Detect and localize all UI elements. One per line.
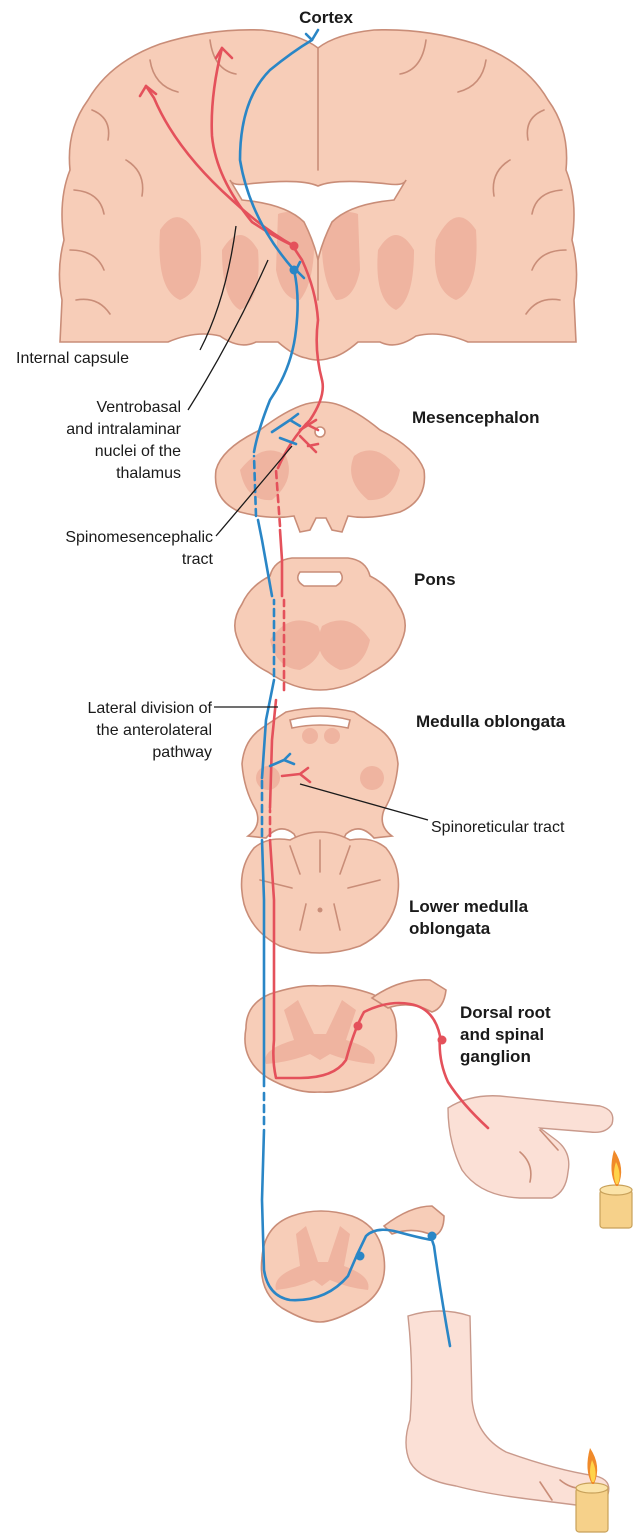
pons-section	[235, 558, 405, 690]
label-ventrobasal-4: thalamus	[116, 465, 181, 482]
label-spinomesencephalic-1: Spinomesencephalic	[65, 529, 213, 546]
foot-icon	[406, 1311, 609, 1506]
label-dorsal-root-3: ganglion	[460, 1047, 531, 1066]
mesencephalon-section	[216, 402, 425, 532]
label-cortex: Cortex	[299, 8, 353, 27]
label-ventrobasal-3: nuclei of the	[95, 443, 181, 460]
label-mesencephalon: Mesencephalon	[412, 408, 540, 427]
candle-icon	[576, 1448, 608, 1532]
label-pons: Pons	[414, 570, 456, 589]
label-dorsal-root-2: and spinal	[460, 1025, 544, 1044]
label-medulla-oblongata: Medulla oblongata	[416, 712, 566, 731]
label-lower-medulla-1: Lower medulla	[409, 897, 529, 916]
hand-icon	[448, 1096, 613, 1198]
label-ventrobasal-2: and intralaminar	[66, 421, 181, 438]
label-spinomesencephalic-2: tract	[182, 551, 214, 568]
label-internal-capsule: Internal capsule	[16, 350, 129, 367]
label-lower-medulla-2: oblongata	[409, 919, 491, 938]
label-dorsal-root-1: Dorsal root	[460, 1003, 551, 1022]
label-lateral-division-2: the anterolateral	[96, 722, 212, 739]
label-spinoreticular: Spinoreticular tract	[431, 819, 565, 836]
label-lateral-division-1: Lateral division of	[87, 700, 212, 717]
label-lateral-division-3: pathway	[152, 744, 212, 761]
label-ventrobasal-1: Ventrobasal	[96, 399, 181, 416]
candle-icon	[600, 1150, 632, 1228]
